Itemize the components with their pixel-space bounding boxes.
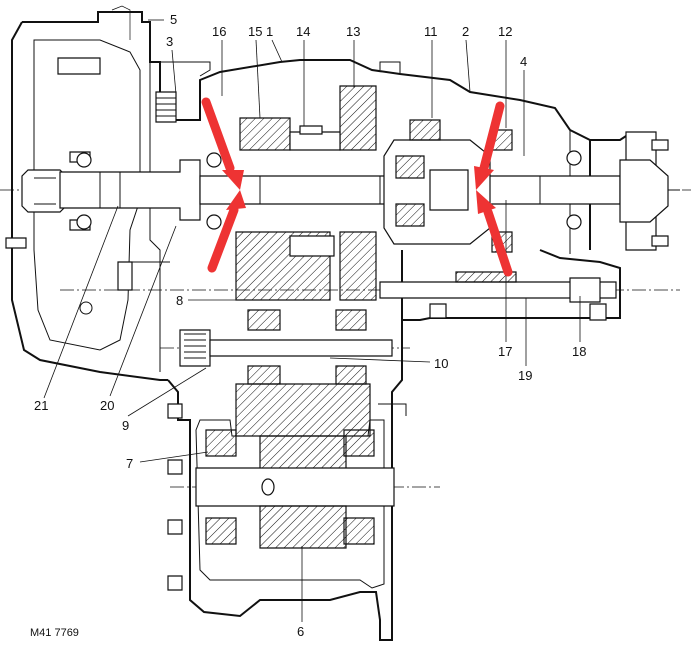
misc-details (57, 5, 177, 315)
callout-14: 14 (296, 24, 310, 39)
housing-outlines (11, 11, 641, 641)
callout-10: 10 (434, 356, 448, 371)
callout-16: 16 (212, 24, 226, 39)
callout-3: 3 (166, 34, 173, 49)
lower-gear-assembly (167, 383, 395, 591)
callout-5: 5 (170, 12, 177, 27)
callout-6: 6 (297, 624, 304, 639)
arrowhead-upper-left (222, 170, 244, 190)
callout-2: 2 (462, 24, 469, 39)
arrowhead-lower-left (226, 190, 246, 210)
callout-20: 20 (100, 398, 114, 413)
callout-4: 4 (520, 54, 527, 69)
figure-reference: M41 7769 (30, 627, 79, 639)
callout-12: 12 (498, 24, 512, 39)
intermediate-shaft-assembly (179, 309, 393, 385)
callout-7: 7 (126, 456, 133, 471)
callout-9: 9 (122, 418, 129, 433)
callout-11: 11 (424, 24, 438, 39)
selector-shaft-assembly (379, 271, 617, 321)
upper-gear-cluster (76, 85, 582, 301)
callout-1: 1 (266, 24, 273, 39)
arrow-lower-right (483, 207, 513, 277)
arrowhead-upper-right (474, 166, 494, 190)
callout-21: 21 (34, 398, 48, 413)
arrowhead-lower-right (476, 190, 496, 214)
arrow-upper-left (201, 97, 235, 173)
callout-13: 13 (346, 24, 360, 39)
callout-18: 18 (572, 344, 586, 359)
callout-8: 8 (176, 293, 183, 308)
callout-labels: 1 2 3 4 5 6 7 8 9 10 11 12 13 14 15 16 1… (30, 12, 586, 639)
arrow-upper-right (479, 101, 505, 173)
highlight-arrows (201, 97, 513, 277)
arrow-lower-left (207, 205, 239, 273)
callout-15: 15 (248, 24, 262, 39)
callout-17: 17 (498, 344, 512, 359)
callout-19: 19 (518, 368, 532, 383)
